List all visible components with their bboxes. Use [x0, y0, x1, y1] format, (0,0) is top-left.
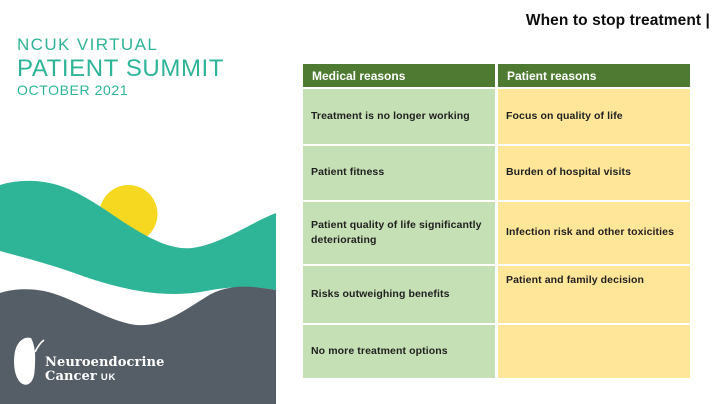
table-cell-medical: Treatment is no longer working [303, 89, 495, 144]
butterfly-icon [14, 337, 36, 385]
brand-heading: NCUK VIRTUAL PATIENT SUMMIT OCTOBER 2021 [17, 35, 224, 98]
table-cell-patient: Patient and family decision [498, 266, 690, 323]
table-row: Treatment is no longer working Focus on … [303, 89, 690, 144]
table-header-row: Medical reasons Patient reasons [303, 64, 690, 87]
page-title: When to stop treatment | [525, 12, 710, 29]
reasons-table: Medical reasons Patient reasons Treatmen… [303, 64, 690, 380]
gray-hill-shape [0, 286, 276, 404]
table-row: Risks outweighing benefits Patient and f… [303, 266, 690, 323]
table-cell-medical: Patient fitness [303, 146, 495, 200]
table-cell-patient: Infection risk and other toxicities [498, 202, 690, 264]
table-cell-medical: Patient quality of life significantly de… [303, 202, 495, 264]
table-body: Treatment is no longer working Focus on … [303, 89, 690, 378]
brand-line-2: PATIENT SUMMIT [17, 55, 225, 82]
logo-org-line1: Neuroendocrine [45, 355, 165, 370]
table-cell-patient [498, 325, 690, 378]
table-header-patient: Patient reasons [498, 64, 690, 87]
logo-artwork [0, 180, 276, 404]
teal-wave-shape [0, 180, 276, 294]
table-cell-medical: Risks outweighing benefits [303, 266, 495, 323]
table-cell-patient: Focus on quality of life [498, 89, 690, 144]
logo-uk-suffix: UK [100, 372, 117, 383]
table-header-medical: Medical reasons [303, 64, 495, 87]
logo-org-cancer: Cancer [45, 369, 97, 384]
table-cell-patient: Burden of hospital visits [498, 146, 690, 200]
brand-line-1: NCUK VIRTUAL [17, 35, 159, 54]
table-row: No more treatment options [303, 325, 690, 378]
butterfly-antenna-icon [34, 339, 45, 353]
table-row: Patient fitness Burden of hospital visit… [303, 146, 690, 200]
table-cell-medical: No more treatment options [303, 325, 495, 378]
brand-line-3: OCTOBER 2021 [17, 82, 129, 98]
table-row: Patient quality of life significantly de… [303, 202, 690, 264]
